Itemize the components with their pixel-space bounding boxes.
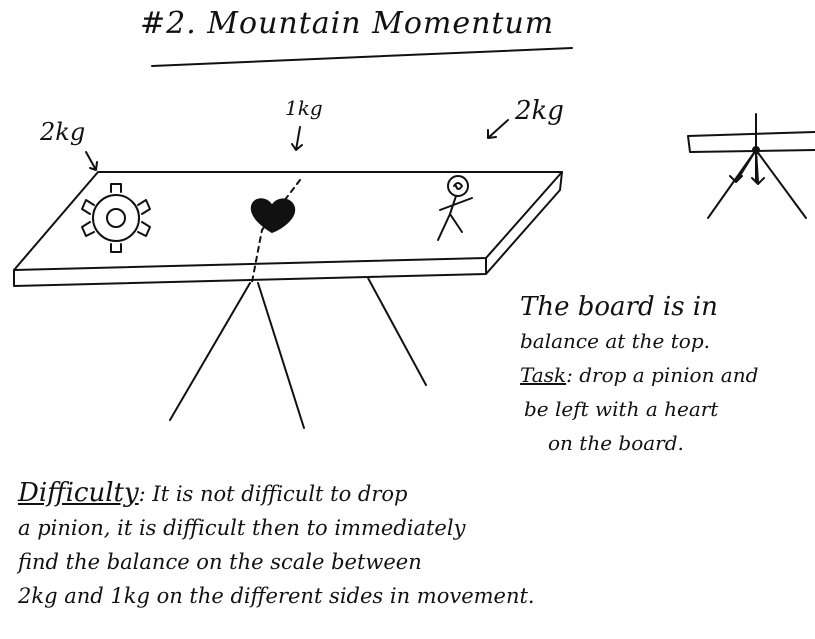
side-view-diagram <box>687 113 815 219</box>
difficulty-line: find the balance on the scale between <box>18 550 422 574</box>
arrow-icon <box>85 151 98 171</box>
weight-label-middle: 1kg <box>285 96 323 120</box>
task-text: drop a pinion and <box>579 363 759 387</box>
note-line: balance at the top. <box>520 329 710 353</box>
heart-icon <box>250 198 296 234</box>
balance-line <box>251 179 301 283</box>
page-title: #2. Mountain Momentum <box>140 6 555 41</box>
arrow-icon <box>487 119 509 139</box>
task-note: The board is in balance at the top. Task… <box>520 290 758 460</box>
support-legs <box>169 277 427 429</box>
stick-figure-icon <box>437 175 473 241</box>
task-label: Task <box>520 363 567 387</box>
note-line: The board is in <box>520 292 718 322</box>
weight-label-left: 2kg <box>40 118 86 146</box>
weight-label-right: 2kg <box>515 96 564 126</box>
difficulty-line: Difficulty: It is not difficult to drop <box>18 478 408 508</box>
difficulty-label: Difficulty <box>18 478 139 508</box>
task-line: Task: drop a pinion and <box>520 363 759 387</box>
title-underline <box>151 47 573 67</box>
task-line: on the board. <box>548 431 684 455</box>
difficulty-line: 2kg and 1kg on the different sides in mo… <box>18 584 535 608</box>
gear-icon <box>81 183 151 253</box>
difficulty-note: Difficulty: It is not difficult to drop … <box>18 476 535 613</box>
arrow-icon <box>291 126 303 151</box>
difficulty-text: It is not difficult to drop <box>152 482 408 506</box>
difficulty-line: a pinion, it is difficult then to immedi… <box>18 516 466 540</box>
board-edge <box>13 171 563 287</box>
task-line: be left with a heart <box>524 397 719 421</box>
